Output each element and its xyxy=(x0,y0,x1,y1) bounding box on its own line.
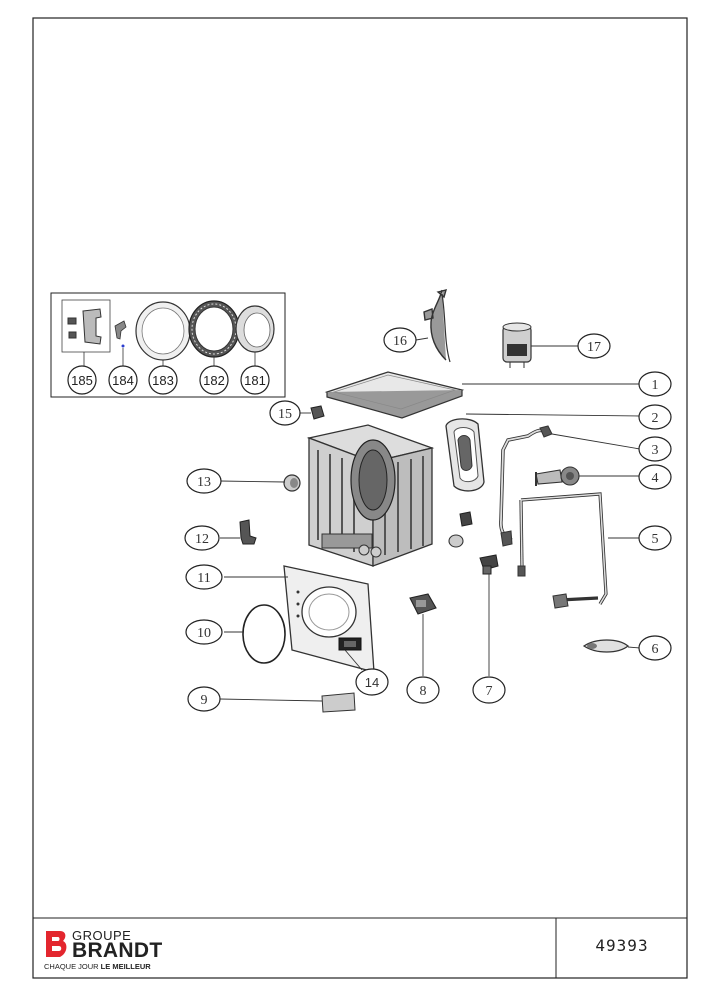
leader-lines xyxy=(219,337,641,702)
callout-13 xyxy=(186,468,222,494)
suppressor-part xyxy=(502,322,532,368)
callout-183 xyxy=(148,365,178,395)
tagline-prefix: CHAQUE JOUR xyxy=(44,962,101,971)
door-frame-part xyxy=(188,300,240,358)
callout-185 xyxy=(67,365,97,395)
knob-part xyxy=(283,474,301,492)
callout-label-12: 12 xyxy=(195,532,209,547)
callout-label-10: 10 xyxy=(197,626,211,641)
callout-label-6: 6 xyxy=(652,642,659,657)
inset-label-184: 184 xyxy=(112,373,134,388)
hose-end-part xyxy=(500,530,513,547)
callout-label-13: 13 xyxy=(197,475,211,490)
callout-label-8: 8 xyxy=(420,684,427,699)
callout-12 xyxy=(184,525,220,551)
brand-name-text: BRANDT xyxy=(72,939,163,962)
callout-label-14: 14 xyxy=(365,675,379,690)
callout-6 xyxy=(638,635,672,661)
callout-label-11: 11 xyxy=(197,571,210,586)
callout-1 xyxy=(638,371,672,397)
callout-label-5: 5 xyxy=(652,532,659,547)
callout-2 xyxy=(638,404,672,430)
door-interlock-part xyxy=(409,593,437,615)
drain-pump-part xyxy=(535,466,580,486)
panel-lock-part xyxy=(338,637,362,651)
callout-label-16: 16 xyxy=(393,334,407,349)
inset-label-182: 182 xyxy=(203,373,225,388)
callout-label-9: 9 xyxy=(201,693,208,708)
inlet-hose-part xyxy=(423,289,448,361)
callout-182 xyxy=(199,365,229,395)
hinge-subbox xyxy=(61,299,111,353)
callout-label-15: 15 xyxy=(278,407,292,422)
callout-7 xyxy=(472,676,506,704)
callout-14 xyxy=(355,668,389,696)
door-parts-inset: 185 184 183 182 181 xyxy=(50,292,286,398)
inset-label-183: 183 xyxy=(152,373,174,388)
callout-9 xyxy=(187,686,221,712)
callout-5 xyxy=(638,525,672,551)
hose-clamp-part xyxy=(582,639,629,653)
callout-4 xyxy=(638,464,672,490)
pressure-sensor-part xyxy=(479,554,499,575)
inset-label-181: 181 xyxy=(244,373,266,388)
latch-part xyxy=(239,519,257,545)
door-glass-part xyxy=(135,301,191,361)
callout-label-17: 17 xyxy=(587,340,601,355)
door-gasket-part xyxy=(445,418,485,492)
bracket-part xyxy=(459,511,473,527)
label-plate-part xyxy=(321,692,356,713)
door-hinge-part xyxy=(67,308,102,345)
callout-label-4: 4 xyxy=(652,471,659,486)
callout-label-2: 2 xyxy=(652,411,659,426)
callout-label-7: 7 xyxy=(486,684,493,699)
brandt-b-logo-icon xyxy=(46,931,67,957)
callout-15 xyxy=(269,400,301,426)
grommet-part xyxy=(448,534,464,548)
inset-label-185: 185 xyxy=(71,373,93,388)
groupe-brandt-logo: GROUPE BRANDT CHAQUE JOUR LE MEILLEUR xyxy=(44,926,184,974)
brand-groupe-text: GROUPE xyxy=(72,928,132,943)
page-border xyxy=(32,17,688,979)
callout-label-3: 3 xyxy=(652,443,659,458)
callout-11 xyxy=(185,564,223,590)
pipe-assembly-part xyxy=(519,492,608,605)
callout-16 xyxy=(383,327,417,353)
brand-tagline: CHAQUE JOUR LE MEILLEUR xyxy=(44,962,151,971)
door-seal-wire-part xyxy=(242,604,286,664)
machine-cabinet-part xyxy=(306,424,435,567)
callout-17 xyxy=(577,333,611,359)
callout-3 xyxy=(638,436,672,462)
door-lock-part xyxy=(114,320,127,348)
callout-181 xyxy=(240,365,270,395)
callout-10 xyxy=(185,619,223,645)
callout-8 xyxy=(406,676,440,704)
callout-label-1: 1 xyxy=(652,378,659,393)
clip-part xyxy=(310,405,325,420)
tagline-bold: LE MEILLEUR xyxy=(100,962,151,971)
document-number: 49393 xyxy=(595,936,649,955)
callout-184 xyxy=(108,365,138,395)
door-outer-ring-part xyxy=(235,305,275,353)
top-lid-part xyxy=(324,371,465,419)
front-panel-part xyxy=(283,565,375,673)
